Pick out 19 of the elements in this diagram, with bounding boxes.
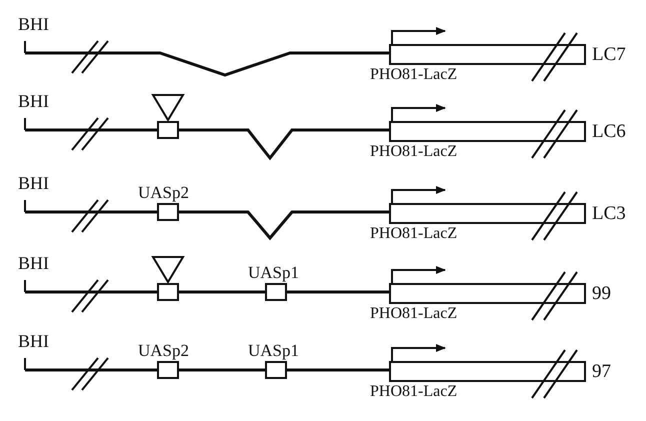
gene-label: PHO81-LacZ: [370, 384, 458, 400]
restriction-site-label: BHI: [18, 174, 49, 192]
element-label: UASp2: [138, 342, 190, 359]
gene-label: PHO81-LacZ: [370, 67, 458, 83]
construct-label: 99: [592, 284, 611, 303]
element-label: UASp1: [248, 264, 300, 281]
gene-label: PHO81-LacZ: [370, 306, 458, 322]
construct-label: 97: [592, 362, 611, 381]
restriction-site-label: BHI: [18, 254, 49, 272]
construct-label: LC3: [592, 204, 626, 223]
element-label: UASp1: [248, 342, 300, 359]
restriction-site-label: BHI: [18, 15, 49, 33]
construct-label: LC6: [592, 122, 626, 141]
restriction-site-label: BHI: [18, 332, 49, 350]
element-label: UASp2: [138, 184, 190, 201]
gene-label: PHO81-LacZ: [370, 226, 458, 242]
restriction-site-label: BHI: [18, 92, 49, 110]
construct-label: LC7: [592, 45, 626, 64]
gene-label: PHO81-LacZ: [370, 144, 458, 160]
